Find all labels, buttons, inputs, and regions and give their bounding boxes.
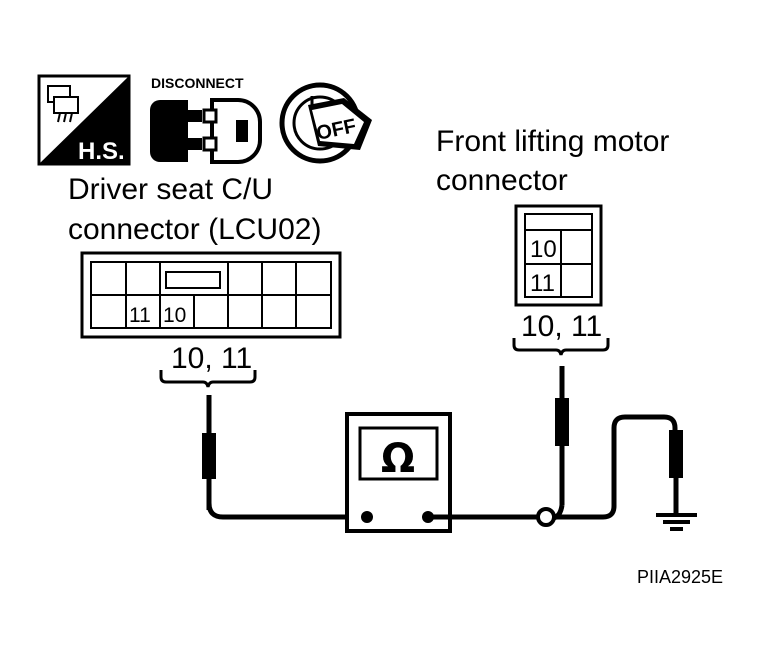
motor-connector-title-line2: connector xyxy=(436,164,568,197)
right-test-probe xyxy=(545,366,569,521)
ground-probe xyxy=(669,430,683,514)
driver-pins-caption: 10, 11 xyxy=(171,342,252,375)
ground-icon xyxy=(656,513,697,531)
driver-connector-title-line2: connector (LCU02) xyxy=(68,213,321,246)
harness-side-icon: H.S. xyxy=(37,74,131,166)
motor-pin-10: 10 xyxy=(530,236,557,263)
left-test-lead xyxy=(206,478,365,520)
motor-connector-face: 10 11 xyxy=(514,204,603,307)
driver-connector-face: 11 10 xyxy=(80,251,342,339)
driver-pin-10: 10 xyxy=(163,304,186,327)
motor-pin-11: 11 xyxy=(530,270,555,297)
driver-pin-11: 11 xyxy=(129,304,151,327)
ignition-off-icon: OFF xyxy=(279,82,372,164)
ohm-symbol: Ω xyxy=(381,436,415,482)
driver-connector-title-line1: Driver seat C/U xyxy=(68,173,273,206)
lead-junction xyxy=(536,507,556,527)
disconnect-icon: DISCONNECT xyxy=(150,75,262,164)
ground-lead xyxy=(554,414,678,520)
motor-pins-caption: 10, 11 xyxy=(521,310,602,343)
ohmmeter: Ω xyxy=(345,412,452,533)
motor-connector-title-line1: Front lifting motor xyxy=(436,125,669,158)
hs-label: H.S. xyxy=(78,138,125,165)
driver-pins-brace xyxy=(159,370,257,388)
disconnect-label: DISCONNECT xyxy=(151,75,244,91)
figure-code: PIIA2925E xyxy=(637,567,723,587)
motor-pins-brace xyxy=(512,338,610,356)
meter-terminal-left xyxy=(361,511,373,523)
